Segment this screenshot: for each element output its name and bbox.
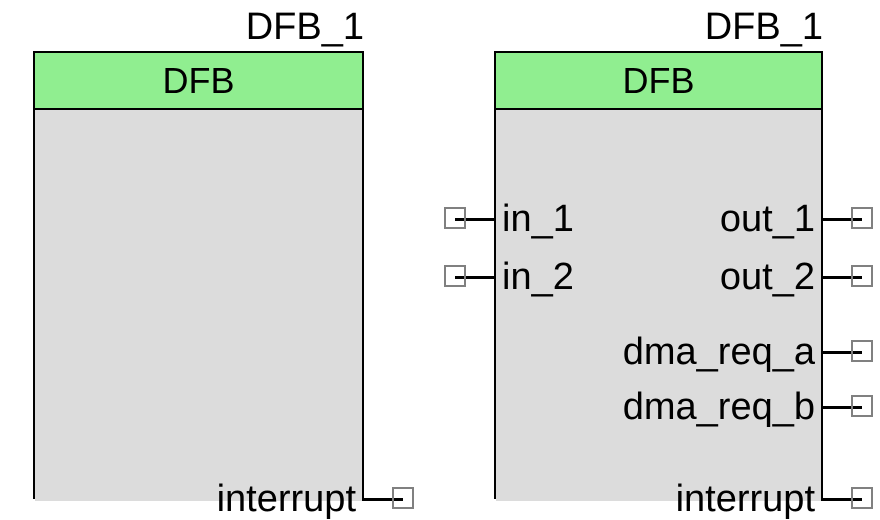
port-connector-dma-req-a[interactable]: [821, 340, 873, 364]
block-type-label: DFB: [622, 59, 695, 101]
port-label-in-1: in_1: [502, 198, 574, 240]
port-connector-interrupt[interactable]: [362, 487, 414, 511]
port-connector-in-2[interactable]: [444, 265, 496, 289]
port-connector-out-1[interactable]: [821, 207, 873, 231]
block-header: DFB: [35, 53, 362, 110]
port-label-interrupt: interrupt: [216, 478, 356, 520]
port-label-out-2: out_2: [719, 256, 815, 298]
connector-terminal-square[interactable]: [851, 487, 873, 509]
port-connector-out-2[interactable]: [821, 265, 873, 289]
port-connector-interrupt[interactable]: [821, 487, 873, 511]
connector-stub: [455, 217, 496, 221]
block-type-label: DFB: [162, 59, 235, 101]
block-outline[interactable]: DFB interrupt: [33, 51, 414, 518]
connector-terminal-square[interactable]: [444, 265, 466, 287]
port-label-dma-req-b: dma_req_b: [622, 386, 815, 428]
instance-name-label: DFB_1: [704, 6, 823, 48]
connector-stub: [821, 350, 862, 354]
port-label-out-1: out_1: [719, 198, 815, 240]
connector-terminal-square[interactable]: [392, 487, 414, 509]
connector-terminal-square[interactable]: [851, 340, 873, 362]
connector-stub: [821, 217, 862, 221]
connector-terminal-square[interactable]: [851, 207, 873, 229]
port-connector-dma-req-b[interactable]: [821, 395, 873, 419]
connector-terminal-square[interactable]: [851, 265, 873, 287]
connector-terminal-square[interactable]: [851, 395, 873, 417]
connector-stub: [455, 275, 496, 279]
connector-stub: [821, 405, 862, 409]
function-block-left[interactable]: DFB_1 DFB interrupt: [33, 6, 414, 518]
block-header: DFB: [496, 53, 821, 110]
block-outline[interactable]: DFB in_1 in_2 out_1 out_2 dma_req_a dma_req_b…: [444, 51, 873, 518]
diagram-canvas: DFB_1 DFB interrupt DFB_1 DFB in_1 in_2 ou…: [33, 6, 873, 518]
port-label-in-2: in_2: [502, 256, 574, 298]
block-body: interrupt: [35, 110, 414, 518]
port-connector-in-1[interactable]: [444, 207, 496, 231]
connector-stub: [821, 275, 862, 279]
instance-name-label: DFB_1: [245, 6, 364, 48]
connector-terminal-square[interactable]: [444, 207, 466, 229]
port-label-interrupt: interrupt: [675, 478, 815, 520]
port-label-dma-req-a: dma_req_a: [622, 331, 815, 373]
